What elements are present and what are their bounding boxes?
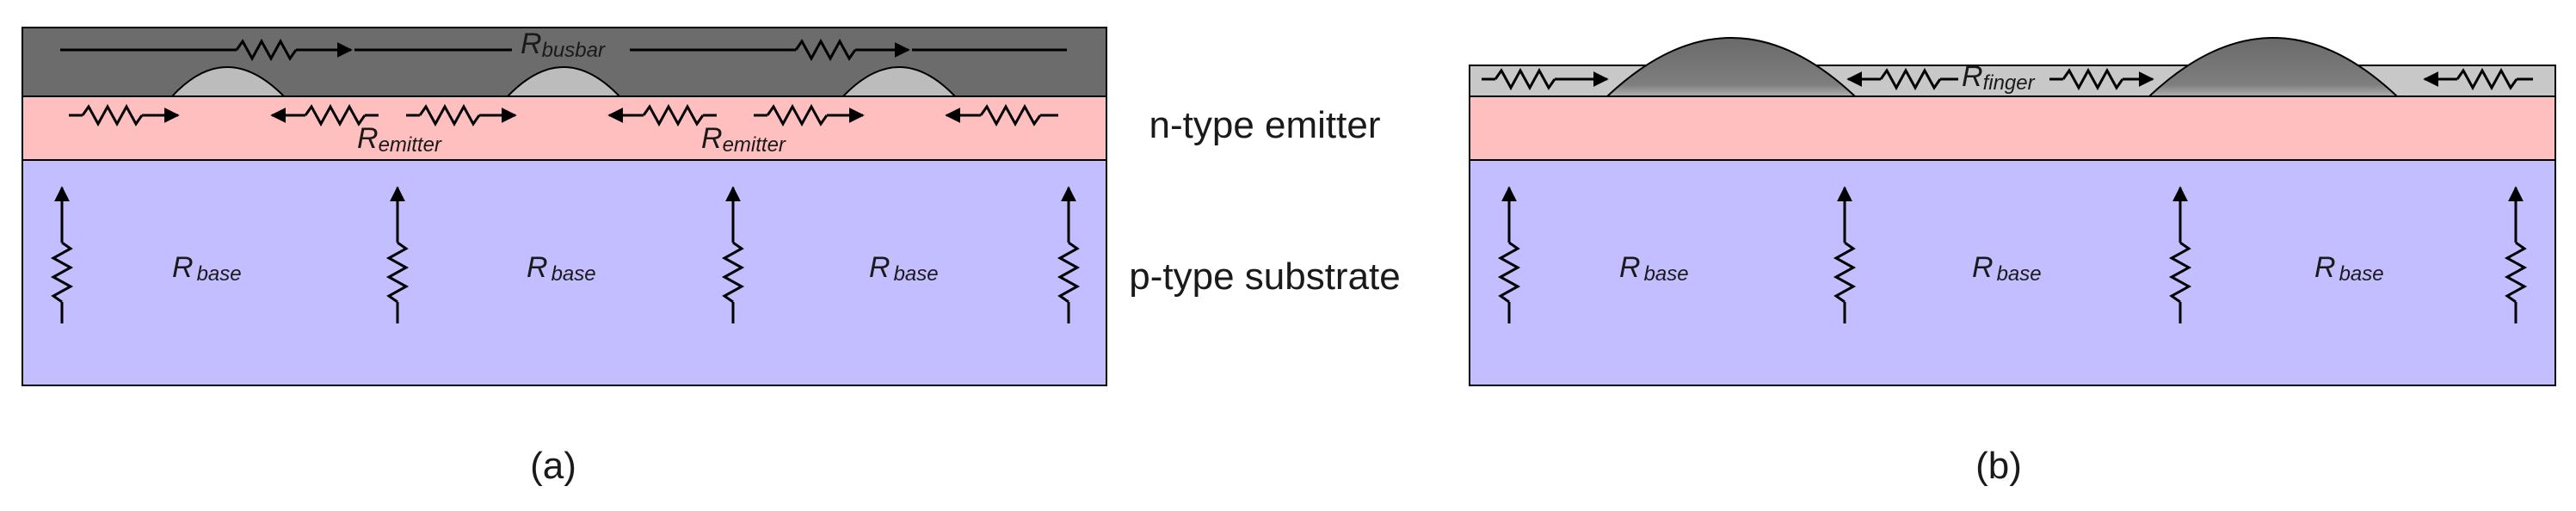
finger-contact bbox=[1605, 37, 1858, 97]
base-resistors-b bbox=[1497, 186, 2528, 323]
contact-bump bbox=[841, 66, 958, 97]
finger-resistors bbox=[1482, 67, 2533, 91]
emitter-resistance-label: Remitter bbox=[701, 122, 786, 157]
emitter-resistors-a bbox=[69, 103, 1058, 127]
contact-bump bbox=[169, 66, 287, 97]
base-resistors-a bbox=[50, 186, 1081, 323]
contact-bump bbox=[505, 66, 622, 97]
panel-b: Rfinger bbox=[1469, 37, 2556, 487]
finger-contact bbox=[2147, 37, 2400, 97]
emitter-resistance-label: Remitter bbox=[357, 122, 442, 157]
emitter-layer-label: n-type emitter bbox=[1149, 104, 1381, 146]
substrate-layer-label: p-type substrate bbox=[1129, 256, 1401, 298]
busbar-resistor bbox=[60, 38, 1067, 62]
panel-a-caption: (a) bbox=[530, 445, 576, 487]
substrate-layer-a bbox=[22, 159, 1107, 386]
busbar-resistance-label: Rbusbar bbox=[521, 28, 606, 62]
emitter-layer-b bbox=[1469, 95, 2556, 161]
panel-b-caption: (b) bbox=[1975, 445, 2022, 487]
panel-a: Rbusbar bbox=[22, 27, 1107, 487]
substrate-layer-b bbox=[1469, 159, 2556, 386]
finger-resistance-label: Rfinger bbox=[1962, 60, 2036, 95]
emitter-layer-a bbox=[22, 95, 1107, 161]
